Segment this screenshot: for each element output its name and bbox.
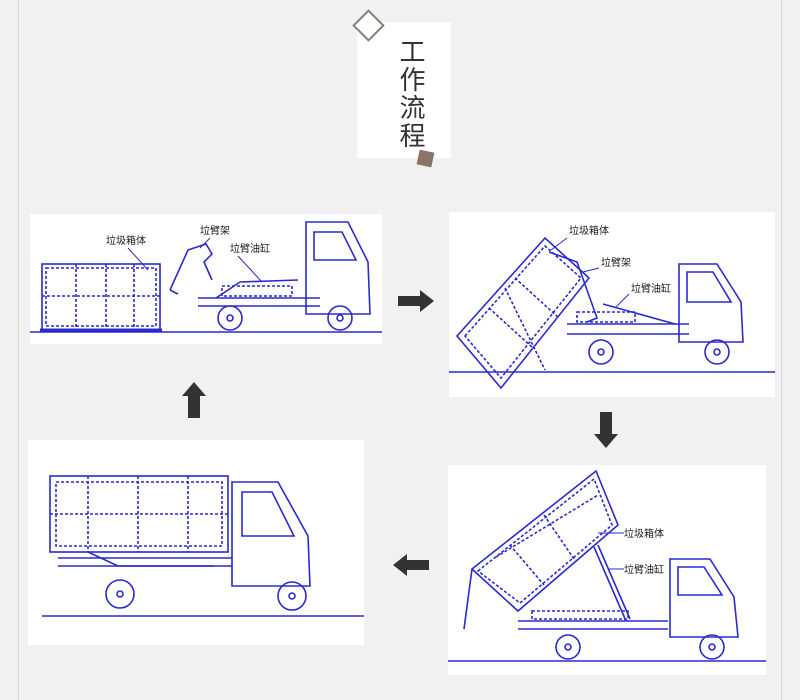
step3-panel: 垃圾箱体 垃臂油缸 [448,465,766,675]
step1-drawing: 垃圾箱体 垃臂架 垃臂油缸 [30,221,382,333]
left-border [18,0,19,700]
page-title: 工作流程 [395,38,425,150]
step4-drawing [42,475,364,617]
step3-label-arm-cylinder: 垃臂油缸 [624,563,664,576]
step4-panel [28,440,364,645]
step1-panel: 垃圾箱体 垃臂架 垃臂油缸 [30,214,382,344]
step2-label-box: 垃圾箱体 [569,224,609,237]
arrow-down-icon [594,412,618,448]
step2-drawing: 垃圾箱体 垃臂架 垃臂油缸 [449,224,775,390]
step1-label-arm-cylinder: 垃臂油缸 [230,242,270,255]
arrow-left-icon [393,554,429,576]
title-card [357,22,451,158]
step3-label-box: 垃圾箱体 [624,527,664,540]
square-ornament-icon [416,149,435,168]
right-border [781,0,782,700]
arrow-up-icon [182,382,206,418]
arrow-right-icon [398,290,434,312]
step1-label-arm-frame: 垃臂架 [200,224,230,237]
step2-panel: 垃圾箱体 垃臂架 垃臂油缸 [449,212,775,397]
step3-drawing: 垃圾箱体 垃臂油缸 [448,469,766,662]
step2-label-arm-frame: 垃臂架 [601,256,631,269]
step2-label-arm-cylinder: 垃臂油缸 [631,282,671,295]
step1-label-box: 垃圾箱体 [106,234,146,247]
